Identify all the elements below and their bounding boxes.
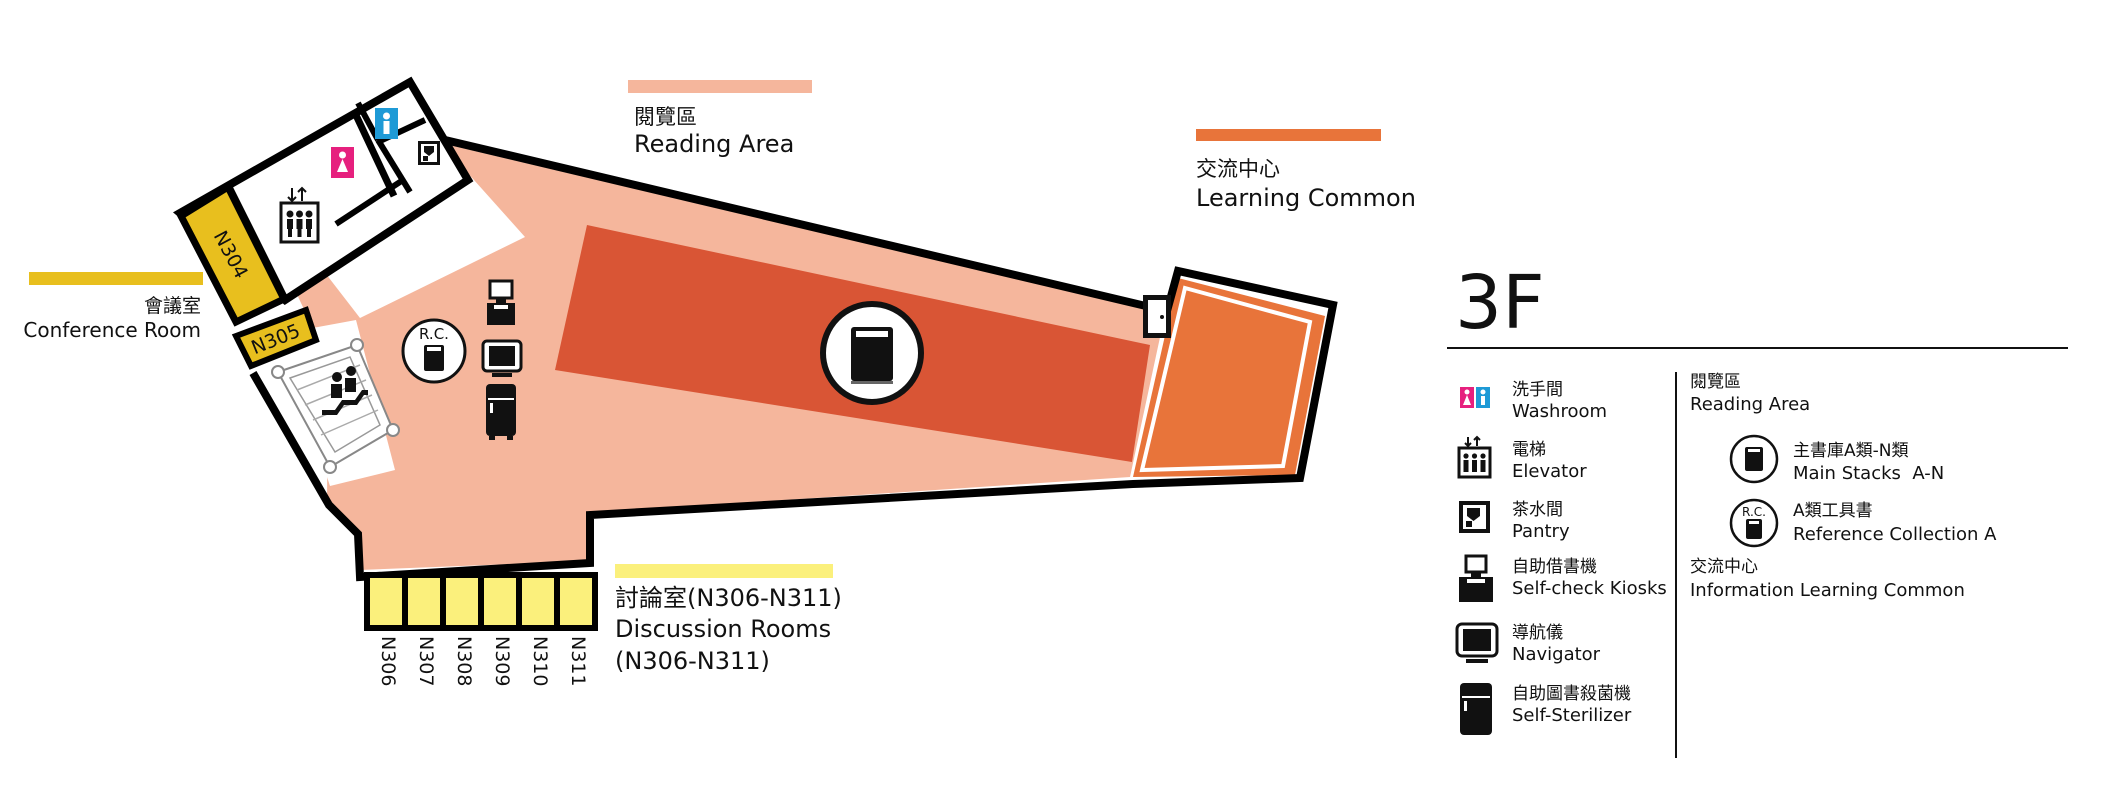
discussion-room-label: N307 [415,636,437,686]
women-washroom-icon [331,147,354,178]
main-stacks-book-icon[interactable] [820,301,924,405]
conference-key-bar [29,272,203,285]
legend-item-label-en: Washroom [1512,401,1607,422]
learning-common-label-en: Learning Common [1196,184,1416,212]
book-icon [1729,434,1779,484]
discussion-label-en2: (N306-N311) [615,647,770,675]
learning-common-key-bar [1196,129,1381,141]
conference-label-zh: 會議室 [144,295,201,317]
men-washroom-icon [375,108,398,139]
washroom-icon [1460,387,1490,408]
conference-label-en: Conference Room [23,318,201,342]
legend-left: 洗手間Washroom電梯Elevator茶水間Pantry自助借書機Self-… [1512,380,1667,726]
legend-item-label-en: Elevator [1512,461,1587,482]
discussion-key-bar [615,564,833,578]
reading-area-label-zh: 閱覽區 [634,105,697,129]
entrance-white-zone [292,142,525,318]
legend-item-label-zh: 自助圖書殺菌機 [1512,684,1631,704]
discussion-room-label: N310 [529,636,551,686]
discussion-room-n309[interactable] [478,572,522,631]
legend-main-stacks-en: Main Stacks A-N [1793,463,1944,484]
floor-label: 3F [1455,260,1545,346]
legend-rc-badge: R.C. [1742,505,1766,519]
reading-area-key-bar [628,80,812,93]
rc-badge-map: R.C. [419,325,449,343]
discussion-room-n307[interactable] [402,572,446,631]
legend-item-label-zh: 自助借書機 [1512,557,1597,577]
legend-item-label-en: Self-check Kiosks [1512,578,1667,599]
discussion-room-label: N306 [377,636,399,686]
self-check-kiosk-icon[interactable] [487,279,515,325]
pantry-icon [1459,501,1490,533]
discussion-room-label: N311 [567,636,589,686]
discussion-room-label: N308 [453,636,475,686]
discussion-label-en1: Discussion Rooms [615,615,831,643]
escalator-icon [322,366,368,415]
legend-item-label-en: Navigator [1512,644,1601,665]
legend-reading-area-zh: 閱覽區 [1690,372,1741,392]
learning-common-region[interactable] [1133,278,1325,477]
legend-reference-zh: A類工具書 [1793,501,1873,521]
discussion-room-n306[interactable] [364,572,408,631]
conference-room-n304[interactable] [176,182,289,327]
reference-book-icon: R.C. [1729,498,1779,548]
door-icon[interactable] [1143,295,1171,338]
pantry-icon [418,141,440,165]
elevator-icon [1457,435,1492,479]
discussion-room-label: N309 [491,636,513,686]
self-sterilizer-icon[interactable] [486,384,516,440]
reading-area-label-en: Reading Area [634,130,794,158]
navigator-icon[interactable] [481,339,523,377]
legend-item-label-zh: 洗手間 [1512,380,1563,400]
discussion-rooms: N306 N307 N308 N309 N310 N311 [364,572,598,686]
elevator-icon [279,186,320,244]
discussion-label-zh: 討論室(N306-N311) [615,584,842,612]
discussion-room-n308[interactable] [440,572,484,631]
legend-item-label-en: Pantry [1512,521,1570,542]
discussion-room-n311[interactable] [554,572,598,631]
legend-main-stacks-zh: 主書庫A類-N類 [1793,441,1908,461]
legend-reference-en: Reference Collection A [1793,524,1997,545]
learning-common-inner [1139,285,1313,473]
legend-item-label-en: Self-Sterilizer [1512,705,1632,726]
learning-common-label-zh: 交流中心 [1196,157,1280,181]
legend-item-label-zh: 茶水間 [1512,500,1563,520]
escalator [271,338,400,474]
navigator-icon [1455,622,1499,663]
floor-outline [249,136,1338,582]
self-sterilizer-icon [1460,683,1492,735]
self-check-kiosk-icon [1459,554,1493,602]
legend-reading-area-en: Reading Area [1690,394,1810,415]
legend-learning-common-en: Information Learning Common [1690,580,1965,601]
legend-item-label-zh: 電梯 [1512,440,1546,460]
room-n305[interactable] [231,306,320,370]
discussion-room-n310[interactable] [516,572,560,631]
reference-collection-marker[interactable]: R.C. [401,318,467,384]
legend-learning-common-zh: 交流中心 [1690,557,1758,577]
legend-item-label-zh: 導航儀 [1512,623,1563,643]
